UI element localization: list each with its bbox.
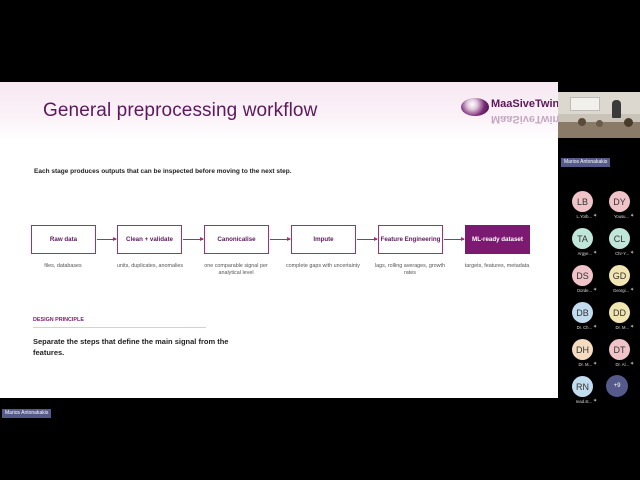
avatar: DD: [609, 302, 630, 323]
design-principle-label: DESIGN PRINCIPLE: [33, 317, 84, 323]
participant-name: Yousu...: [614, 214, 629, 219]
video-attendee: [596, 120, 603, 127]
step-desc-canonicalise: one comparable signal per analytical lev…: [204, 263, 268, 276]
shared-slide: General preprocessing workflow MaaSiveTw…: [0, 82, 558, 398]
avatar: LB: [572, 191, 593, 212]
participant-name: Dr. Al...: [615, 362, 630, 367]
logo-text: MaaSiveTwin: [491, 98, 558, 110]
participant-tile[interactable]: LB L.Yorb...✶: [566, 191, 600, 225]
mic-muted-icon: ✶: [630, 287, 635, 293]
avatar: RN: [572, 376, 593, 397]
mic-muted-icon: ✶: [593, 398, 598, 404]
mic-muted-icon: ✶: [593, 287, 598, 293]
participant-name: Dr. M...: [615, 325, 630, 330]
participant-tile[interactable]: DS Dorde...✶: [566, 265, 600, 299]
mic-muted-icon: ✶: [630, 250, 635, 256]
participant-tile[interactable]: GD Georgi...✶: [603, 265, 637, 299]
flow-arrow: [183, 237, 204, 241]
participant-tile[interactable]: DH Dr. M...✶: [566, 339, 600, 373]
avatar: DT: [609, 339, 630, 360]
mic-muted-icon: ✶: [593, 213, 598, 219]
participant-tile[interactable]: DY Yousu...✶: [603, 191, 637, 225]
step-ml-ready-dataset: ML-ready dataset: [465, 225, 530, 254]
avatar: DS: [572, 265, 593, 286]
participant-name: Dr. M...: [578, 362, 593, 367]
step-desc-clean-validate: units, duplicates, anomalies: [116, 263, 184, 269]
slide-subtitle: Each stage produces outputs that can be …: [34, 168, 292, 175]
participant-name: Argye...: [577, 251, 592, 256]
design-principle-text: Separate the steps that define the main …: [33, 337, 229, 357]
participant-name: read.st...: [575, 399, 592, 404]
video-screen: [570, 97, 600, 111]
slide-title: General preprocessing workflow: [43, 100, 318, 121]
mic-muted-icon: ✶: [593, 250, 598, 256]
video-name-tag: Marios Antonakakis: [561, 158, 611, 167]
avatar: DB: [572, 302, 593, 323]
step-feature-engineering: Feature Engineering: [378, 225, 443, 254]
participant-tile[interactable]: TA Argye...✶: [566, 228, 600, 262]
presenter-video[interactable]: [558, 92, 640, 138]
step-raw-data: Raw data: [31, 225, 96, 254]
step-clean-validate: Clean + validate: [117, 225, 182, 254]
step-canonicalise: Canonicalise: [204, 225, 269, 254]
divider: [33, 327, 206, 328]
flow-arrow: [444, 237, 465, 241]
video-attendee: [624, 118, 633, 127]
avatar: DY: [609, 191, 630, 212]
mic-muted-icon: ✶: [593, 324, 598, 330]
presenter-name-tag: Marios Antonakakis: [2, 409, 52, 418]
step-desc-ml-ready-dataset: targets, features, metadata: [464, 263, 530, 269]
participant-tile[interactable]: RN read.st...✶: [566, 376, 600, 410]
participant-name: Dr. Ch...: [576, 325, 592, 330]
video-table: [558, 122, 640, 138]
step-impute: Impute: [291, 225, 356, 254]
participant-tile[interactable]: DD Dr. M...✶: [603, 302, 637, 336]
maasivetwin-logo: MaaSiveTwin MaaSiveTwin: [461, 97, 558, 131]
mic-muted-icon: ✶: [630, 213, 635, 219]
video-person: [612, 100, 621, 118]
step-desc-feature-engineering: lags, rolling averages, growth rates: [374, 263, 446, 276]
mic-muted-icon: ✶: [630, 361, 635, 367]
participant-name: Chr-Y...: [615, 251, 629, 256]
participant-name: L.Yorb...: [576, 214, 592, 219]
logo-reflection: MaaSiveTwin: [491, 113, 558, 125]
participant-name: Georgi...: [612, 288, 629, 293]
avatar: GD: [609, 265, 630, 286]
step-desc-raw-data: files, databases: [44, 263, 82, 269]
avatar: TA: [572, 228, 593, 249]
mic-muted-icon: ✶: [630, 324, 635, 330]
participant-tile[interactable]: DT Dr. Al...✶: [603, 339, 637, 373]
mic-muted-icon: ✶: [593, 361, 598, 367]
participant-name: Dorde...: [577, 288, 592, 293]
more-participants-button[interactable]: +9: [606, 375, 628, 397]
video-attendee: [578, 118, 586, 126]
avatar: CL: [609, 228, 630, 249]
participant-tile[interactable]: DB Dr. Ch...✶: [566, 302, 600, 336]
avatar: DH: [572, 339, 593, 360]
flow-arrow: [357, 237, 378, 241]
flow-arrow: [270, 237, 291, 241]
logo-oval-icon: [461, 98, 489, 116]
step-desc-impute: complete gaps with uncertainty: [285, 263, 360, 269]
participant-tile[interactable]: CL Chr-Y...✶: [603, 228, 637, 262]
flow-arrow: [97, 237, 117, 241]
